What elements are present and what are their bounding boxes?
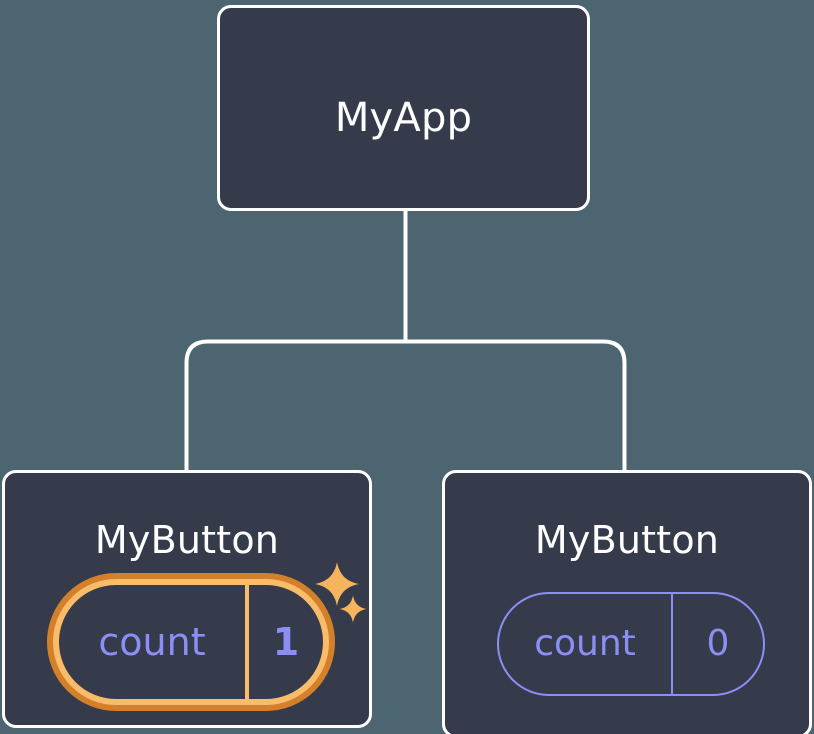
node-myapp-label: MyApp [334, 95, 473, 141]
node-mybutton-left[interactable]: MyButton count 1 [2, 470, 372, 728]
state-pill-inner: count 1 [59, 585, 323, 699]
node-mybutton-right[interactable]: MyButton count 0 [442, 470, 812, 734]
connector-bracket [184, 339, 627, 470]
node-mybutton-right-label: MyButton [534, 518, 720, 562]
node-myapp[interactable]: MyApp [217, 5, 590, 211]
state-pill-plain[interactable]: count 0 [497, 592, 765, 696]
node-mybutton-left-label: MyButton [94, 518, 280, 562]
state-pill-highlighted[interactable]: count 1 [47, 573, 335, 711]
state-key-label: count [98, 620, 206, 664]
state-value-label: 0 [671, 594, 763, 694]
state-key-label: count [534, 623, 636, 664]
state-value-label: 1 [245, 585, 323, 699]
